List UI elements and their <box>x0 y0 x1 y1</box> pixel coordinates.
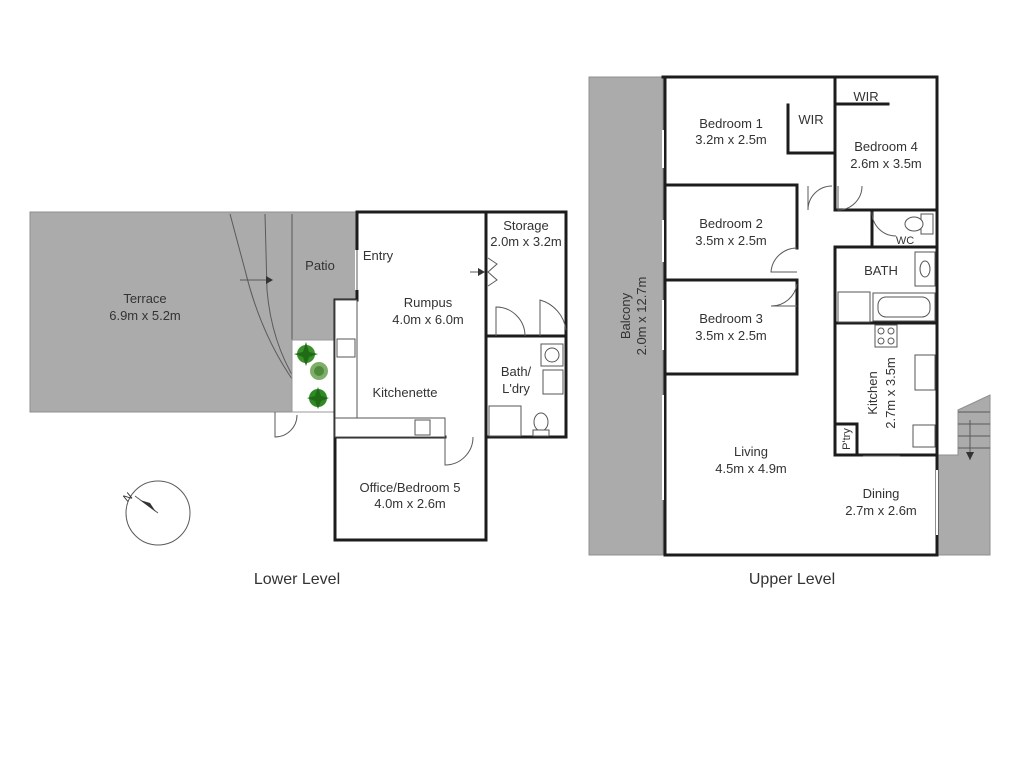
room-label-bath: BATH <box>864 263 898 278</box>
lower-level: N Terrace 6.9m x 5.2m Patio Entry Rumpus… <box>29 210 568 588</box>
bedroom2-bedroom3-wall <box>663 278 799 376</box>
room-dims-bedroom3: 3.5m x 2.5m <box>695 328 767 343</box>
wir-wall <box>786 103 837 155</box>
upper-outer-wall <box>661 75 939 557</box>
toilet-icon <box>904 216 924 232</box>
upper-level: Balcony 2.0m x 12.7m Bedroom 1 3.2m x 2.… <box>588 75 991 588</box>
appliance-icon <box>414 419 431 436</box>
room-label-kitchenette: Kitchenette <box>372 385 437 400</box>
room-label-bedroom4: Bedroom 4 <box>854 139 918 154</box>
bedroom2-door-swing <box>770 247 798 273</box>
storage-door-swing <box>539 299 567 336</box>
room-dims-kitchen: 2.7m x 3.5m <box>883 357 898 429</box>
room-label-bedroom1: Bedroom 1 <box>699 116 763 131</box>
room-label-entry: Entry <box>363 248 394 263</box>
patio-arrow-head <box>266 276 273 284</box>
room-label-wir: WIR <box>798 112 823 127</box>
room-label-rumpus: Rumpus <box>404 295 453 310</box>
room-label-bedroom3: Bedroom 3 <box>699 311 763 326</box>
compass-icon: N <box>121 480 191 546</box>
lower-outer-wall <box>355 210 568 439</box>
shower-icon <box>488 405 522 437</box>
patio-path-line <box>229 213 301 391</box>
office-wall <box>333 435 488 542</box>
terrace-door-swing <box>274 412 298 438</box>
cooktop-icon <box>874 324 898 348</box>
room-dims-bedroom1: 3.2m x 2.5m <box>695 132 767 147</box>
stair-treads <box>958 411 990 449</box>
pantry-wall <box>833 422 859 457</box>
bedroom1-bedroom2-wall <box>663 183 799 250</box>
level-title-lower: Lower Level <box>254 571 340 588</box>
basin-icon <box>542 369 564 395</box>
room-dims-office: 4.0m x 2.6m <box>374 496 446 511</box>
basin-bowl-icon <box>919 260 931 278</box>
room-dims-storage: 2.0m x 3.2m <box>490 234 562 249</box>
sink-icon <box>336 338 356 358</box>
room-label-kitchen: Kitchen <box>865 371 880 414</box>
room-label-bath-ldry-2: L'dry <box>502 381 530 396</box>
room-label-wc: WC <box>896 235 914 247</box>
kitchenette-bench <box>334 299 358 419</box>
room-label-bedroom2: Bedroom 2 <box>699 216 763 231</box>
folding-door <box>487 257 498 287</box>
toilet-icon <box>533 412 549 432</box>
washer-drum-icon <box>544 347 560 363</box>
plant-icon <box>294 342 318 366</box>
room-dims-bedroom4: 2.6m x 3.5m <box>850 156 922 171</box>
room-dims-dining: 2.7m x 2.6m <box>845 503 917 518</box>
room-label-living: Living <box>734 444 768 459</box>
plant-icon <box>310 362 328 380</box>
room-dims-bedroom2: 3.5m x 2.5m <box>695 233 767 248</box>
bath-door-swing <box>495 306 526 337</box>
room-dims-rumpus: 4.0m x 6.0m <box>392 312 464 327</box>
stair-area <box>937 394 991 556</box>
bathtub-inner-icon <box>877 296 931 318</box>
room-label-wir-2: WIR <box>853 89 878 104</box>
toilet-cistern-icon <box>532 429 550 437</box>
appliance-icon <box>912 424 936 448</box>
bedroom1-door-swing <box>807 185 833 211</box>
room-label-storage: Storage <box>503 218 549 233</box>
bath-kitchen-wall <box>833 245 939 457</box>
balcony-area <box>588 76 664 556</box>
room-label-patio: Patio <box>305 258 335 273</box>
room-dims-balcony: 2.0m x 12.7m <box>634 277 649 356</box>
room-label-office: Office/Bedroom 5 <box>360 480 461 495</box>
room-label-pantry: P'try <box>841 428 853 450</box>
shower-icon <box>837 291 871 323</box>
kitchen-sink-icon <box>914 354 936 391</box>
level-title-upper: Upper Level <box>749 571 835 588</box>
room-label-balcony: Balcony <box>618 292 633 339</box>
room-label-dining: Dining <box>863 486 900 501</box>
room-dims-terrace: 6.9m x 5.2m <box>109 308 181 323</box>
bedroom3-door-swing <box>770 283 798 307</box>
rumpus-arrow-head <box>478 268 485 276</box>
stair-arrow-head <box>966 452 974 460</box>
plant-icon <box>307 387 329 409</box>
bedroom4-door-swing <box>837 185 863 211</box>
room-dims-living: 4.5m x 4.9m <box>715 461 787 476</box>
room-label-bath-ldry: Bath/ <box>501 364 532 379</box>
office-door-swing <box>444 436 474 466</box>
room-label-terrace: Terrace <box>123 291 166 306</box>
wc-door-swing <box>871 211 897 237</box>
